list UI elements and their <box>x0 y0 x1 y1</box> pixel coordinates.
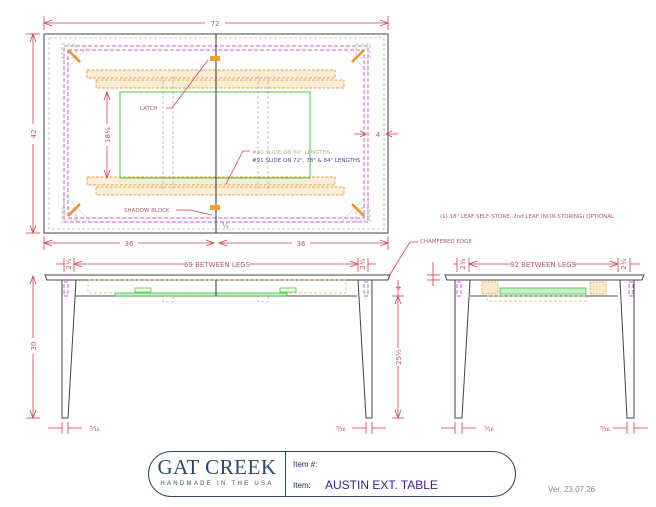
front-table-top <box>44 274 391 281</box>
front-leg-offset-left: 2¾ <box>65 258 73 269</box>
side-slide-left <box>481 281 499 295</box>
front-leaf <box>114 292 288 297</box>
shadow-block-hardware <box>210 205 220 210</box>
brand-name: GAT CREEK <box>157 455 277 479</box>
corner-block-tr <box>342 43 371 73</box>
half-width-right-label: 36 <box>297 240 306 248</box>
half-width-left-label: 36 <box>125 240 134 248</box>
front-leg-offset-right: 2¾ <box>359 258 367 269</box>
side-foot-left-label: ⁵⁄₁₆ <box>484 425 494 433</box>
side-leg-offset-right: 2¾ <box>620 258 628 269</box>
corner-block-bl <box>61 193 90 223</box>
front-slide <box>87 279 347 294</box>
inner-depth-label: 18¼ <box>104 127 112 143</box>
front-foot-left-label: ⁵⁄₁₆ <box>90 425 100 433</box>
front-leg-right <box>357 279 373 419</box>
shadow-block-note: SHADOW BLOCK <box>124 208 170 214</box>
width-label: 72 <box>211 20 220 28</box>
latch-hardware <box>210 56 220 61</box>
side-elevation: 32 BETWEEN LEGS 2¾ 2¾ ⁵⁄₁₆ ⁵⁄₁₆ <box>427 258 648 434</box>
slide-top-1 <box>86 69 336 79</box>
chamfer-note: CHAMFERED EDGE <box>420 239 472 245</box>
plan-view: 72 42 <box>26 16 615 250</box>
slide-72-note: #91 SLIDE ON 72", 78" & 84" LENGTHS <box>252 158 361 164</box>
front-height-label: 30 <box>30 342 38 351</box>
depth-label: 42 <box>30 130 38 139</box>
side-table-top <box>444 274 645 281</box>
corner-block-br <box>342 193 371 223</box>
side-between-legs-label: 32 BETWEEN LEGS <box>510 261 577 269</box>
brand-logo: GAT CREEK HANDMADE IN THE USA <box>149 452 286 496</box>
front-apron-height-label: 4 <box>395 285 403 290</box>
leaf-note: (1) 18" LEAF SELF-STORE, 2nd LEAF (NON-S… <box>440 214 615 220</box>
item-number-label: Item #: <box>293 460 318 469</box>
gap-label: ½ <box>222 222 229 230</box>
version-label: Ver. 23.07.26 <box>548 485 596 494</box>
side-leg-left <box>454 279 471 419</box>
slide-60-note: #40 SLIDE ON 60" LENGTHS <box>252 150 331 156</box>
slide-bottom-1 <box>86 176 336 186</box>
apron-inset-label: 4 <box>376 131 381 139</box>
front-leg-height-label: 25½ <box>395 349 403 365</box>
slide-bottom-2 <box>95 186 345 196</box>
corner-block-tl <box>61 43 90 73</box>
item-value: AUSTIN EXT. TABLE <box>325 478 438 492</box>
slide-top-2 <box>95 79 345 89</box>
title-block: GAT CREEK HANDMADE IN THE USA Item #: It… <box>148 451 516 497</box>
brand-tagline: HANDMADE IN THE USA <box>160 481 274 487</box>
front-between-legs-label: 69 BETWEEN LEGS <box>184 261 251 269</box>
side-slide-right <box>589 281 607 295</box>
front-foot-right-label: ⁵⁄₁₆ <box>336 425 346 433</box>
side-leaf <box>499 287 587 295</box>
latch-note: LATCH <box>140 106 158 112</box>
item-label: Item: <box>293 481 311 490</box>
side-leg-right <box>619 279 635 419</box>
front-leg-left <box>61 279 77 419</box>
side-leg-offset-left: 2¾ <box>459 258 467 269</box>
side-foot-right-label: ⁵⁄₁₆ <box>600 425 610 433</box>
front-elevation: 69 BETWEEN LEGS 2¾ 2¾ 30 <box>26 239 472 434</box>
leaf-outline <box>119 91 311 179</box>
